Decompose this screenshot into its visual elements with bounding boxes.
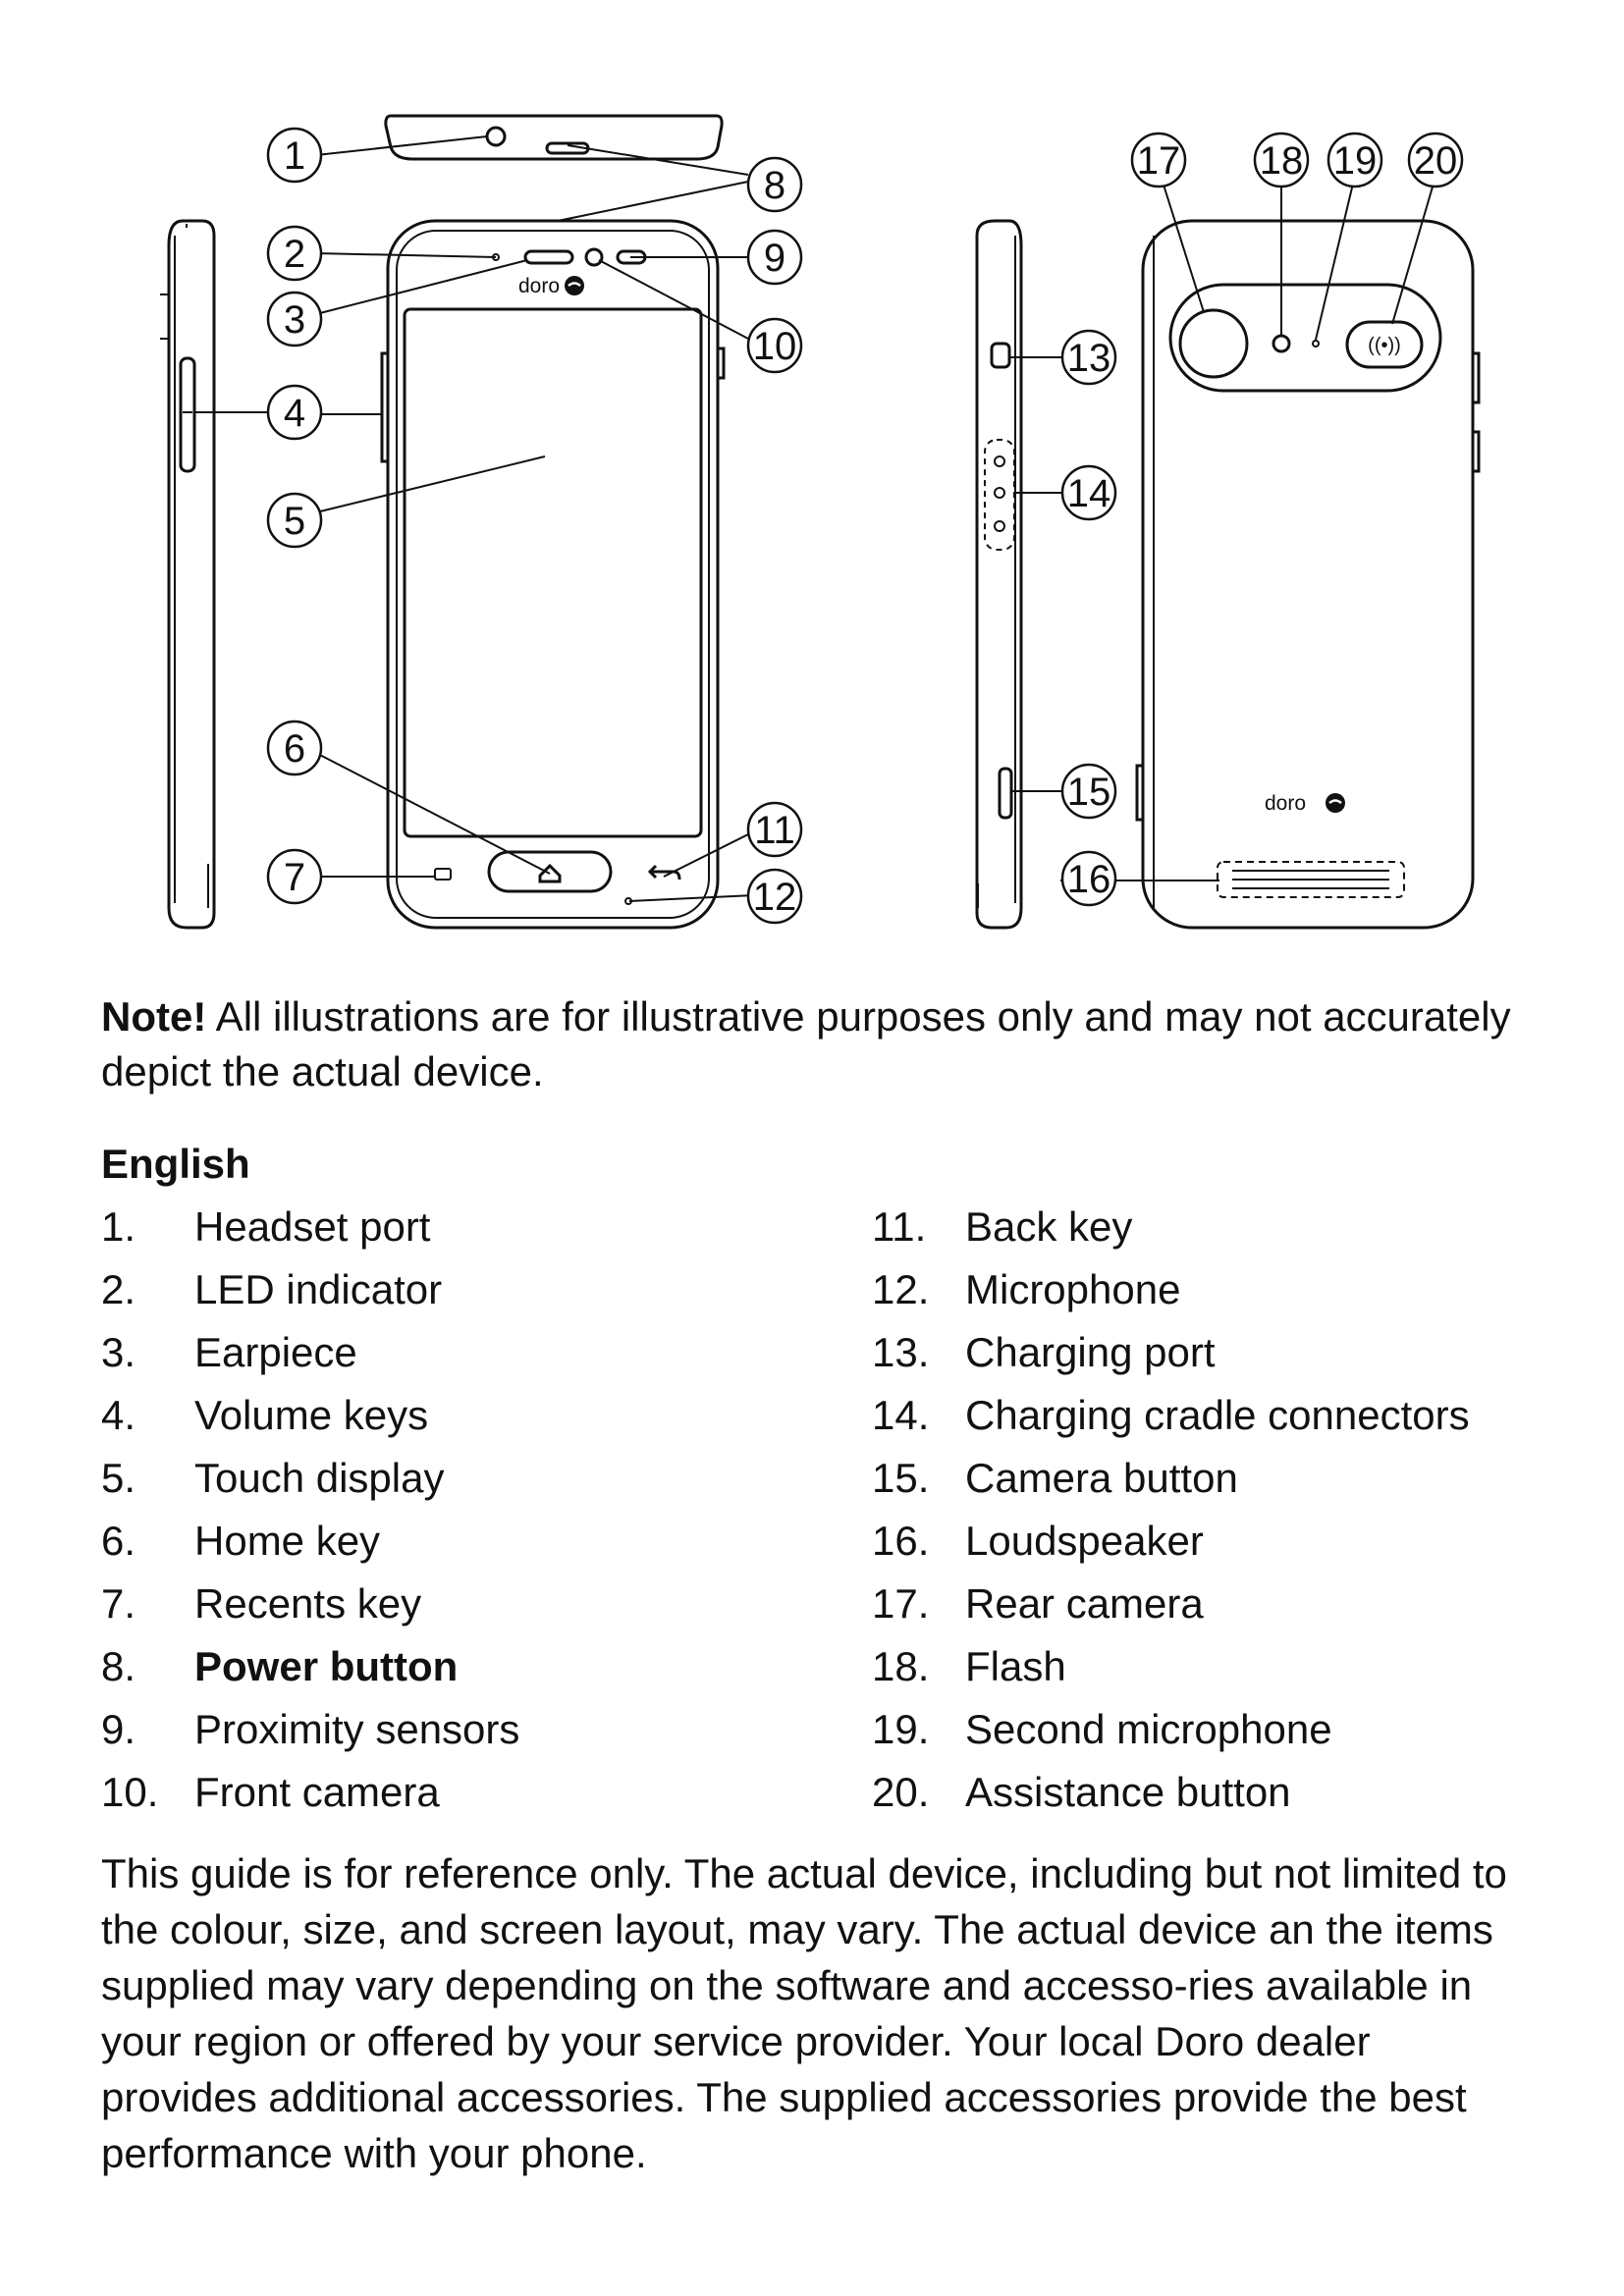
legend-item: 10.Front camera: [101, 1769, 440, 1815]
reference-disclaimer: This guide is for reference only. The ac…: [101, 1850, 1507, 2176]
legend-item: 7.Recents key: [101, 1580, 422, 1627]
svg-text:4: 4: [284, 392, 305, 435]
note-text: All illustrations are for illustrative p…: [101, 993, 1511, 1095]
svg-text:17: 17: [1137, 139, 1181, 183]
callout-4: 4: [266, 384, 323, 441]
phone-right-side-view: [975, 219, 1023, 930]
callout-20: 20: [1407, 132, 1464, 188]
svg-text:3: 3: [284, 298, 305, 342]
svg-text:12: 12: [753, 876, 797, 919]
svg-text:19: 19: [1333, 139, 1378, 183]
callout-10: 10: [746, 317, 803, 374]
callout-1: 1: [266, 127, 323, 184]
callout-7: 7: [266, 848, 323, 905]
legend-item: 17.Rear camera: [872, 1580, 1204, 1627]
legend-item: 20.Assistance button: [872, 1769, 1291, 1815]
back-brand-logo: doro: [1265, 792, 1306, 815]
note-label: Note!: [101, 993, 207, 1040]
svg-text:9: 9: [764, 237, 785, 280]
legend-item: 9.Proximity sensors: [101, 1706, 520, 1752]
phone-front-view: doro: [380, 219, 726, 930]
svg-text:1: 1: [284, 134, 305, 178]
legend-item: 18.Flash: [872, 1643, 1066, 1689]
phone-left-side-view: [160, 219, 216, 930]
callout-15: 15: [1060, 763, 1117, 820]
callout-8: 8: [746, 156, 803, 213]
svg-text:20: 20: [1414, 139, 1458, 183]
callout-9: 9: [746, 229, 803, 286]
legend-item: 11.Back key: [872, 1203, 1133, 1250]
legend-right-column: 11.Back key 12.Microphone 13.Charging po…: [872, 1196, 1618, 1824]
legend-item: 15.Camera button: [872, 1455, 1238, 1501]
svg-text:8: 8: [764, 164, 785, 207]
legend-item: 8.Power button: [101, 1643, 459, 1689]
legend-item: 5.Touch display: [101, 1455, 445, 1501]
callout-17: 17: [1130, 132, 1187, 188]
legend-item: 13.Charging port: [872, 1329, 1216, 1375]
svg-text:13: 13: [1067, 337, 1111, 380]
legend-item: 1.Headset port: [101, 1203, 431, 1250]
legend-item: 2.LED indicator: [101, 1266, 443, 1312]
phone-top-view: [384, 114, 724, 161]
svg-text:7: 7: [284, 856, 305, 899]
illustration-note: Note! All illustrations are for illustra…: [101, 989, 1535, 1099]
callout-13: 13: [1060, 329, 1117, 386]
callout-19: 19: [1326, 132, 1383, 188]
legend-item: 6.Home key: [101, 1518, 381, 1564]
callout-16: 16: [1060, 850, 1117, 907]
callout-2: 2: [266, 225, 323, 282]
legend-item: 16.Loudspeaker: [872, 1518, 1204, 1564]
callout-3: 3: [266, 291, 323, 347]
svg-text:6: 6: [284, 727, 305, 771]
svg-text:16: 16: [1067, 858, 1111, 901]
legend-left-column: 1.Headset port 2.LED indicator 3.Earpiec…: [101, 1196, 847, 1824]
legend-item: 3.Earpiece: [101, 1329, 357, 1375]
callout-leader-lines: [194, 135, 1435, 902]
callout-11: 11: [746, 801, 803, 858]
svg-text:10: 10: [753, 325, 797, 368]
phone-diagram: doro ((•)): [160, 114, 1481, 930]
callout-12: 12: [746, 868, 803, 925]
legend-item: 14.Charging cradle connectors: [872, 1392, 1470, 1438]
front-brand-logo: doro: [518, 275, 560, 297]
svg-text:18: 18: [1260, 139, 1304, 183]
callout-6: 6: [266, 720, 323, 776]
svg-text:11: 11: [754, 809, 795, 852]
legend-item: 19.Second microphone: [872, 1706, 1332, 1752]
svg-text:15: 15: [1067, 771, 1111, 814]
callout-14: 14: [1060, 464, 1117, 521]
svg-text:2: 2: [284, 233, 305, 276]
legend-item: 12.Microphone: [872, 1266, 1181, 1312]
callout-18: 18: [1253, 132, 1310, 188]
svg-text:14: 14: [1067, 472, 1111, 515]
callout-5: 5: [266, 492, 323, 549]
svg-text:5: 5: [284, 500, 305, 543]
phone-back-view: ((•)) doro: [1135, 219, 1481, 930]
section-heading: English: [101, 1141, 250, 1187]
legend-item: 4.Volume keys: [101, 1392, 429, 1438]
svg-text:((•)): ((•)): [1368, 335, 1401, 356]
